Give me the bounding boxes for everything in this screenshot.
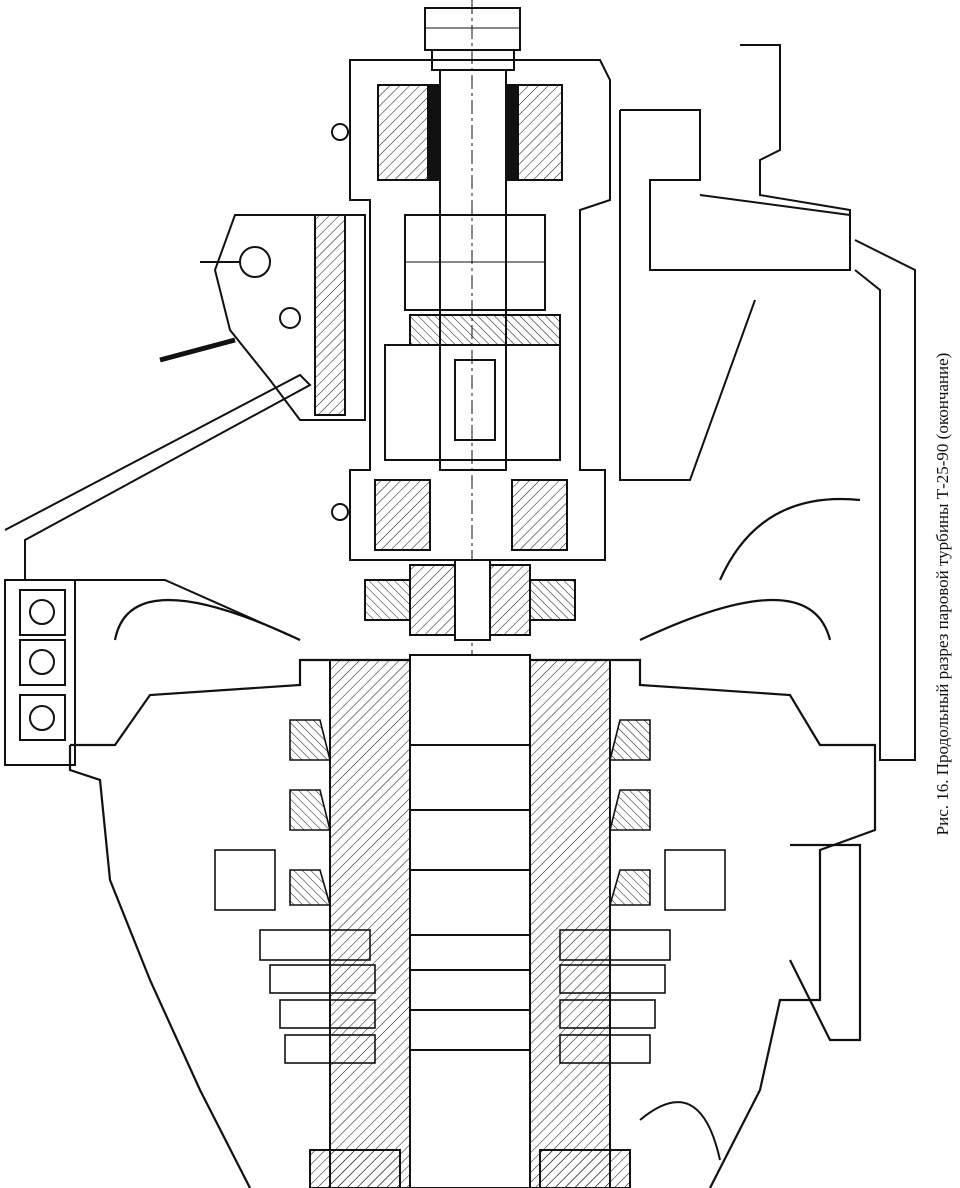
turbine-section-drawing — [4, 0, 916, 1188]
support-bracket — [4, 373, 312, 766]
upper-bearing-housing — [349, 59, 611, 561]
governor-mechanism — [159, 123, 366, 521]
blade-stages-right — [559, 719, 726, 1064]
exhaust-duct — [619, 44, 916, 761]
shaft-coupling — [364, 559, 576, 641]
coupling-housing — [384, 214, 561, 461]
lower-bearing — [309, 1101, 721, 1188]
figure-caption: Рис. 16. Продольный разрез паровой турби… — [932, 352, 952, 836]
turbine-casing — [68, 497, 877, 1188]
caption-area: Рис. 16. Продольный разрез паровой турби… — [925, 0, 960, 1188]
blade-stages-left — [214, 719, 376, 1064]
rotor — [329, 654, 611, 1188]
